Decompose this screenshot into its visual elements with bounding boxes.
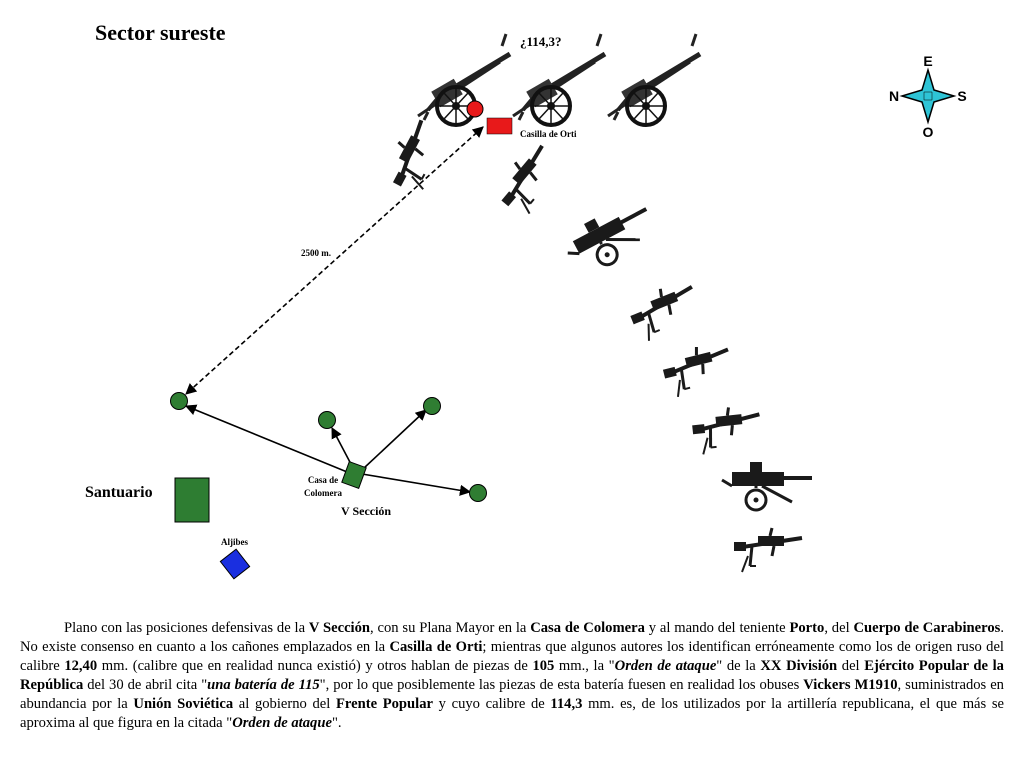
- seccion-label: V Sección: [341, 504, 391, 518]
- range-line: [185, 126, 484, 395]
- compass-rose-icon: [899, 67, 957, 125]
- compass-east-label: E: [923, 53, 932, 69]
- enemy-position-marker: [466, 100, 484, 118]
- santuario-label: Santuario: [85, 484, 153, 501]
- defensive-post-marker: [170, 392, 188, 410]
- machine-gun-icon: [381, 116, 452, 197]
- map-title: Sector sureste: [95, 20, 226, 45]
- cannon-icon: [418, 34, 510, 125]
- arrow-to-north-post: [331, 427, 353, 467]
- casilla-de-orti-marker: [486, 117, 513, 135]
- map-caption: Plano con las posiciones defensivas de l…: [20, 619, 1005, 731]
- casa-de-colomera-marker: [341, 460, 367, 490]
- casilla-label: Casilla de Orti: [520, 129, 577, 139]
- heavy-machine-gun-icon: [559, 195, 661, 280]
- distance-label: 2500 m.: [301, 248, 331, 258]
- machine-gun-icon: [657, 337, 739, 401]
- compass-south-label: S: [957, 88, 966, 104]
- compass-west-label: O: [923, 124, 934, 140]
- santuario-marker: [174, 477, 210, 523]
- sector-map: Sector sureste ¿114,3? Casilla de Orti E…: [85, 20, 967, 580]
- machine-gun-icon: [688, 402, 765, 458]
- caliber-label: ¿114,3?: [520, 34, 562, 49]
- defensive-post-marker: [318, 411, 336, 429]
- aljibes-label: Aljibes: [221, 537, 248, 547]
- casa-label-line2: Colomera: [304, 488, 342, 498]
- arrow-to-west-post: [184, 404, 353, 475]
- casa-label-line1: Casa de: [308, 475, 338, 485]
- machine-gun-icon: [732, 526, 804, 574]
- defensive-post-marker: [469, 484, 487, 502]
- cannon-icon: [608, 34, 700, 125]
- aljibes-marker: [219, 548, 251, 580]
- defensive-post-marker: [423, 397, 441, 415]
- heavy-machine-gun-icon: [720, 460, 814, 512]
- compass-north-label: N: [889, 88, 899, 104]
- machine-gun-icon: [488, 137, 571, 222]
- arrow-to-northeast-post: [363, 409, 427, 469]
- arrow-to-east-post: [361, 473, 472, 496]
- machine-gun-icon: [623, 275, 707, 346]
